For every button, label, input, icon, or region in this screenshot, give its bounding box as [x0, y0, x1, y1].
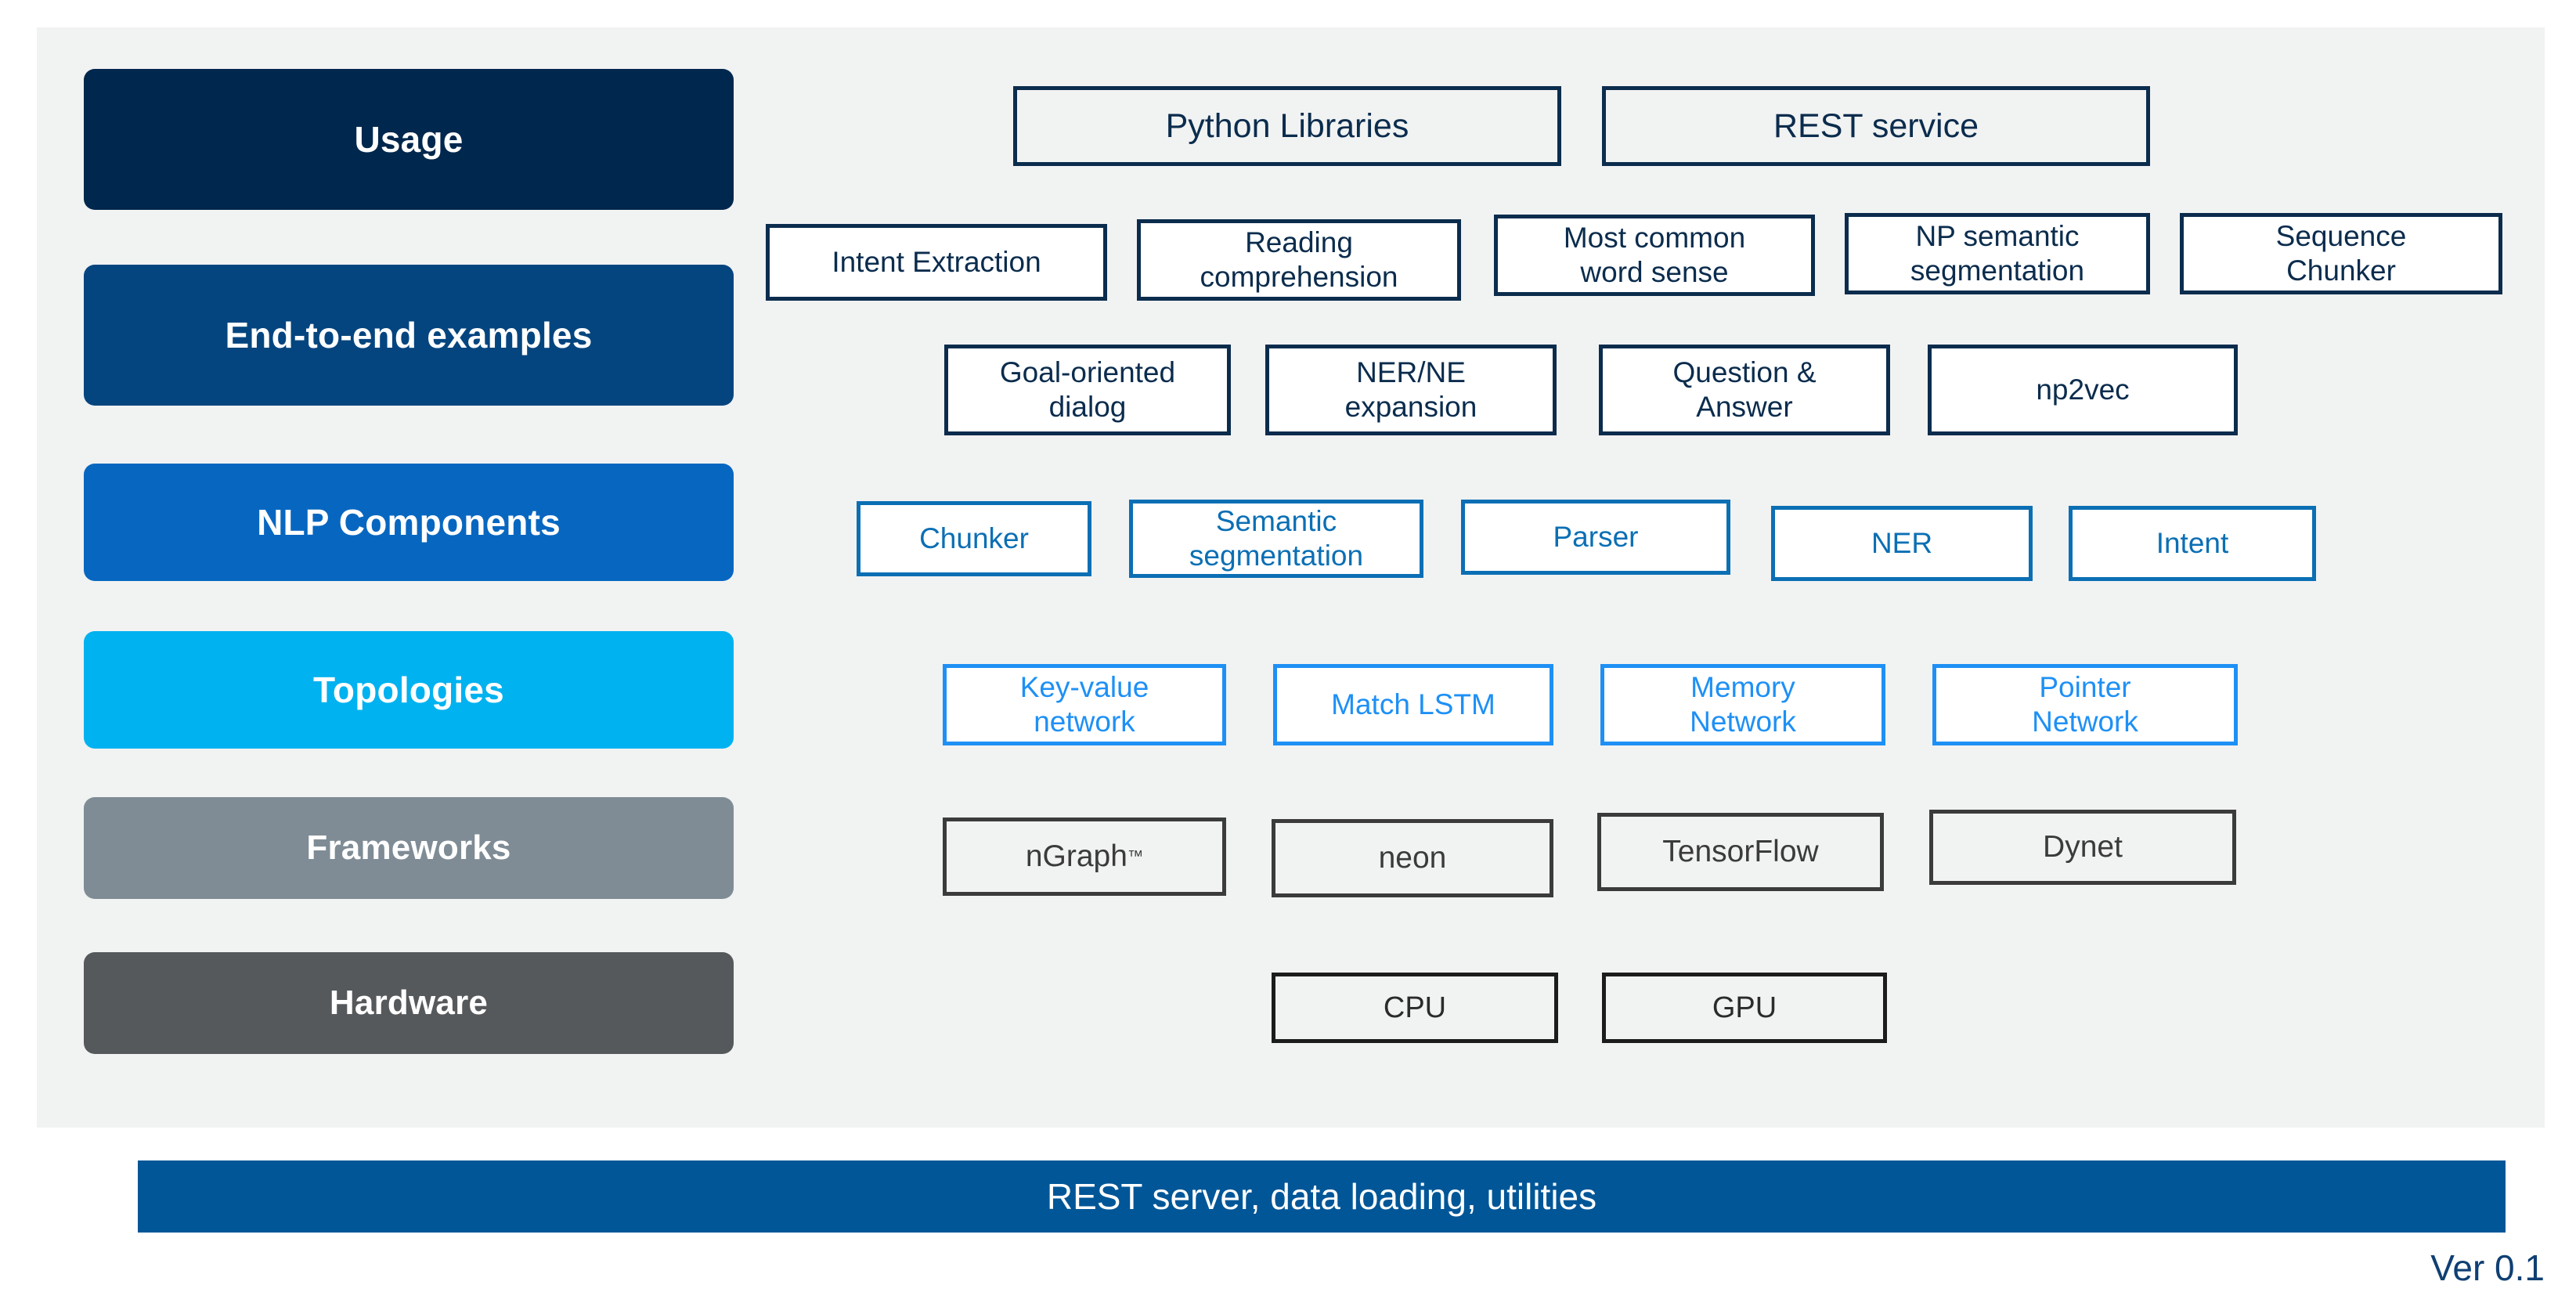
node-label: TensorFlow	[1662, 834, 1819, 868]
node-topology-key-value-network[interactable]: Key-value network	[943, 664, 1226, 745]
layer-label-text: Frameworks	[306, 828, 511, 867]
node-e2e-most-common-word-sense[interactable]: Most common word sense	[1494, 215, 1815, 296]
layer-label-text: End-to-end examples	[225, 315, 593, 356]
node-label: NP semantic segmentation	[1910, 220, 2085, 287]
node-hardware-gpu[interactable]: GPU	[1602, 973, 1887, 1043]
version-label: Ver 0.1	[2430, 1247, 2545, 1288]
node-label: Dynet	[2043, 829, 2123, 864]
node-usage-python-libraries[interactable]: Python Libraries	[1013, 86, 1561, 166]
layer-label-topologies[interactable]: Topologies	[84, 631, 734, 749]
node-framework-tensorflow[interactable]: TensorFlow	[1597, 813, 1884, 891]
node-label: Key-value network	[1019, 671, 1149, 738]
node-label: nGraph	[1025, 839, 1127, 873]
node-e2e-np-semantic-segmentation[interactable]: NP semantic segmentation	[1845, 213, 2150, 294]
layer-label-text: Topologies	[313, 670, 504, 710]
node-label: Chunker	[919, 522, 1029, 555]
layer-label-frameworks[interactable]: Frameworks	[84, 797, 734, 899]
layer-label-text: NLP Components	[257, 502, 561, 543]
node-usage-rest-service[interactable]: REST service	[1602, 86, 2150, 166]
node-label: Memory Network	[1690, 671, 1796, 738]
node-nlp-chunker[interactable]: Chunker	[857, 501, 1091, 576]
node-label: Intent	[2156, 527, 2229, 560]
node-label: Reading comprehension	[1200, 226, 1398, 293]
node-label: neon	[1378, 840, 1447, 875]
layer-label-text: Usage	[354, 119, 464, 160]
node-topology-memory-network[interactable]: Memory Network	[1600, 664, 1885, 745]
node-nlp-parser[interactable]: Parser	[1461, 500, 1730, 575]
node-e2e-sequence-chunker[interactable]: Sequence Chunker	[2180, 213, 2502, 294]
node-framework-dynet[interactable]: Dynet	[1929, 810, 2236, 885]
bottom-bar-label: REST server, data loading, utilities	[1046, 1176, 1597, 1217]
node-e2e-goal-oriented-dialog[interactable]: Goal-oriented dialog	[944, 345, 1231, 435]
layer-label-nlp-components[interactable]: NLP Components	[84, 464, 734, 581]
node-label: Question & Answer	[1672, 356, 1817, 423]
node-label: Parser	[1553, 521, 1639, 554]
node-e2e-np2vec[interactable]: np2vec	[1928, 345, 2238, 435]
node-label: CPU	[1383, 991, 1447, 1024]
node-topology-pointer-network[interactable]: Pointer Network	[1932, 664, 2238, 745]
layer-label-text: Hardware	[329, 984, 489, 1022]
layer-label-usage[interactable]: Usage	[84, 69, 734, 210]
node-label: Pointer Network	[2032, 671, 2138, 738]
node-hardware-cpu[interactable]: CPU	[1272, 973, 1558, 1043]
node-label: NER/NE expansion	[1344, 356, 1477, 423]
node-label: Semantic segmentation	[1189, 505, 1364, 572]
node-e2e-question-answer[interactable]: Question & Answer	[1599, 345, 1890, 435]
node-label: GPU	[1712, 991, 1777, 1024]
node-topology-match-lstm[interactable]: Match LSTM	[1273, 664, 1553, 745]
node-label: Most common word sense	[1563, 222, 1746, 288]
node-e2e-reading-comprehension[interactable]: Reading comprehension	[1137, 219, 1461, 301]
node-label: NER	[1871, 527, 1933, 560]
layer-label-end-to-end-examples[interactable]: End-to-end examples	[84, 265, 734, 406]
node-nlp-ner[interactable]: NER	[1771, 506, 2033, 581]
node-e2e-intent-extraction[interactable]: Intent Extraction	[766, 224, 1107, 301]
node-label: Sequence Chunker	[2275, 220, 2407, 287]
node-framework-neon[interactable]: neon	[1272, 819, 1553, 897]
bottom-bar: REST server, data loading, utilities	[138, 1160, 2506, 1233]
node-label: Goal-oriented dialog	[999, 356, 1176, 423]
node-label: np2vec	[2036, 374, 2130, 406]
layer-label-hardware[interactable]: Hardware	[84, 952, 734, 1054]
node-e2e-ner-ne-expansion[interactable]: NER/NE expansion	[1265, 345, 1557, 435]
node-nlp-intent[interactable]: Intent	[2069, 506, 2316, 581]
node-label: REST service	[1773, 106, 1979, 145]
node-label: Match LSTM	[1331, 688, 1495, 721]
node-label: Intent Extraction	[832, 246, 1041, 279]
node-nlp-semantic-segmentation[interactable]: Semantic segmentation	[1129, 500, 1423, 578]
node-label: Python Libraries	[1165, 106, 1409, 145]
